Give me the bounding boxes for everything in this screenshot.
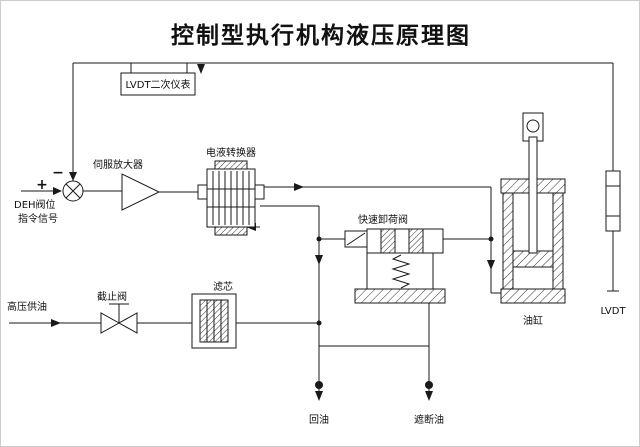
converter-left-tab	[197, 184, 208, 200]
summing-junction: − +	[36, 165, 84, 202]
oil-cylinder-label: 油缸	[523, 314, 543, 327]
lvdt-secondary-instrument: LVDT二次仪表	[120, 72, 196, 96]
quick-valve-cell	[380, 228, 396, 254]
quick-valve-dividers	[366, 229, 434, 289]
cylinder-bottom-flange	[500, 288, 566, 304]
lvdt-sensor: LVDT	[600, 170, 626, 317]
lvdt-body	[605, 170, 621, 232]
converter-top-mount	[214, 160, 248, 170]
junction-dot	[316, 236, 322, 242]
drain-port-dot	[315, 381, 323, 389]
amplifier-triangle	[121, 173, 161, 211]
clevis-eye	[526, 119, 540, 133]
filter-pleats	[206, 300, 222, 342]
high-pressure-oil-label: 高压供油	[7, 300, 47, 313]
quick-valve-label: 快速卸荷阀	[358, 213, 408, 226]
filter-element: 滤芯	[191, 280, 237, 349]
quick-valve-solenoid-diagonal	[346, 232, 366, 246]
servo-amplifier-label: 伺服放大器	[93, 158, 143, 171]
converter-label: 电液转换器	[206, 146, 256, 159]
junction-dot	[488, 236, 494, 242]
deh-signal-label: DEH阀位 指令信号	[14, 198, 58, 225]
cylinder-left-wall	[502, 192, 514, 290]
servo-amplifier: 伺服放大器	[93, 158, 161, 211]
lvdt-rod	[606, 185, 620, 292]
oil-cylinder: 油缸	[500, 112, 566, 327]
lvdt-meter-label: LVDT二次仪表	[125, 78, 190, 91]
stop-valve-right-triangle	[117, 312, 138, 334]
lvdt-meter-box	[120, 72, 196, 96]
stop-valve-label: 截止阀	[97, 290, 127, 303]
junction-dot	[316, 320, 322, 326]
stop-valve-left-triangle	[100, 312, 121, 334]
summing-cross	[65, 183, 81, 199]
quick-valve-spring	[391, 254, 411, 289]
quick-valve-base	[354, 288, 446, 304]
quick-unloading-valve: 快速卸荷阀	[344, 213, 446, 304]
converter-internal-lines	[207, 171, 255, 225]
deh-label-line2: 指令信号	[18, 212, 58, 225]
quick-valve-cell	[408, 228, 424, 254]
piston-rod	[528, 136, 538, 254]
cylinder-right-wall	[552, 192, 564, 290]
plus-sign: +	[36, 177, 48, 193]
filter-label: 滤芯	[213, 280, 233, 293]
quick-valve-body	[366, 228, 444, 254]
trip-oil-label: 遮断油	[414, 413, 444, 426]
minus-sign: −	[52, 165, 64, 181]
diagram-title: 控制型执行机构液压原理图	[171, 22, 471, 49]
lvdt-label: LVDT	[600, 306, 626, 317]
deh-label-line1: DEH阀位	[14, 198, 56, 211]
junction-dots	[315, 236, 494, 389]
converter-bottom-mount	[214, 226, 248, 236]
converter-right-tab	[254, 184, 265, 200]
return-oil-label: 回油	[309, 413, 329, 426]
stop-valve: 截止阀	[97, 290, 138, 334]
stop-valve-stem	[109, 303, 129, 323]
drain-port-dot	[425, 381, 433, 389]
electro-hydraulic-converter: 电液转换器	[197, 146, 265, 236]
signal-lines	[21, 62, 614, 193]
